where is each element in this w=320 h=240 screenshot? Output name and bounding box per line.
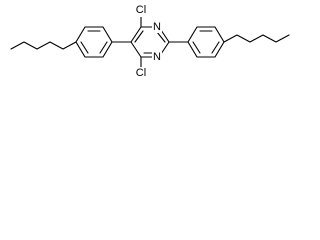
nitrogen-label-bottom: N [153, 51, 161, 63]
left-phenyl-ring [75, 26, 113, 58]
left-pentyl-bonds [10, 41, 77, 50]
left-pentyl-chain [10, 41, 77, 50]
chlorine-label-top: Cl [136, 4, 146, 16]
right-pentyl-chain [223, 34, 290, 43]
right-phenyl-inner-bond-3 [192, 41, 201, 54]
nitrogen-label-top: N [153, 21, 161, 33]
pyrimidine-ring [130, 15, 170, 69]
pyrimidine-double-c5-c4 [134, 30, 144, 43]
right-phenyl-ring [187, 26, 225, 58]
left-phenyl-inner-bond-2 [99, 41, 108, 54]
right-pentyl-bonds [223, 34, 290, 43]
pyrimidine-bond-c5-c4 [130, 26, 142, 43]
pyrimidine-double-n3-c2 [156, 31, 166, 43]
chlorine-label-bottom: Cl [136, 67, 146, 79]
chemical-structure-diagram: Cl N N Cl [10, 4, 290, 80]
atom-labels: Cl N N Cl [134, 4, 162, 80]
pyrimidine-bond-c6-c5 [130, 41, 142, 58]
left-phenyl-inner-bond-3 [80, 41, 89, 54]
right-phenyl-inner-bond-2 [211, 41, 220, 54]
